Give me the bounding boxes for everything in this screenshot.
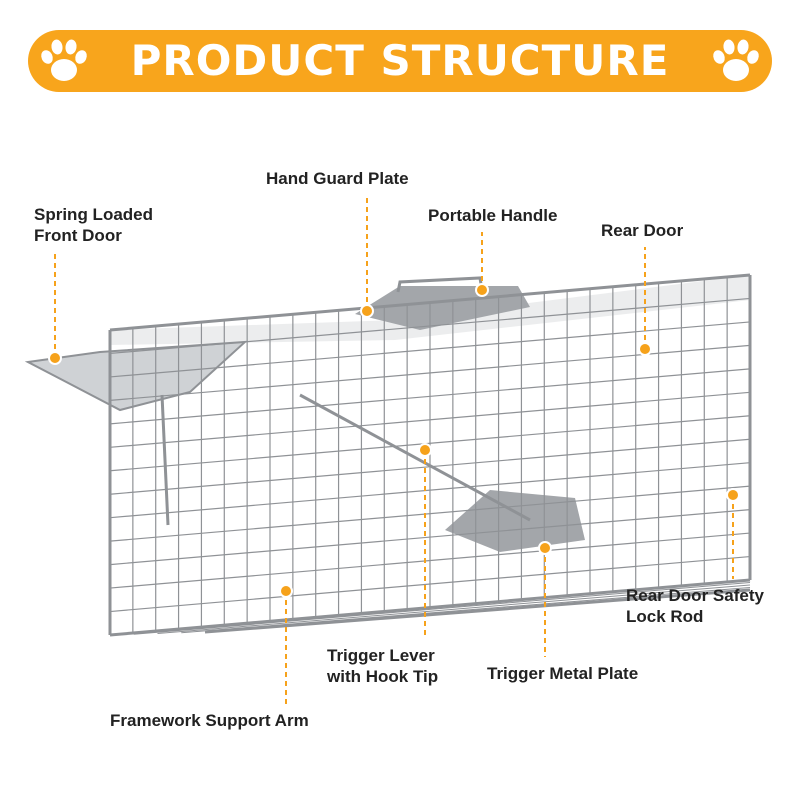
- cage-wire-horizontal: [109, 321, 751, 378]
- callout-dot: [279, 584, 293, 598]
- label-trigger-lever-hook-tip: Trigger Lever with Hook Tip: [327, 646, 439, 686]
- callout-dot: [360, 304, 374, 318]
- callout-dot: [418, 443, 432, 457]
- cage-floor-wire: [109, 579, 751, 636]
- cage-wire-horizontal: [109, 485, 751, 542]
- cage-floor-wire: [157, 584, 751, 634]
- page-title: PRODUCT STRUCTURE: [130, 36, 670, 85]
- label-framework-support-arm: Framework Support Arm: [110, 711, 309, 730]
- callout-dot: [638, 342, 652, 356]
- callout-dot: [726, 488, 740, 502]
- title-banner: PRODUCT STRUCTURE: [28, 30, 772, 92]
- label-rear-door-safety-lock-rod: Rear Door Safety Lock Rod: [626, 586, 764, 626]
- cage-wire-horizontal: [109, 273, 751, 332]
- cage-wire-horizontal: [109, 555, 751, 613]
- paw-print-icon: [41, 39, 87, 81]
- label-rear-door: Rear Door: [601, 221, 684, 240]
- paw-print-icon: [713, 39, 759, 81]
- cage-floor-wire: [133, 582, 751, 635]
- cage-wire-horizontal: [109, 438, 751, 495]
- callout-dot: [538, 541, 552, 555]
- cage-wire-grid: [108, 273, 752, 637]
- cage-wire-horizontal: [109, 297, 751, 355]
- trigger-metal-plate: [445, 490, 585, 552]
- support-arm-rod: [160, 394, 170, 526]
- cage-wire-horizontal: [109, 509, 751, 566]
- cage-wire-horizontal: [109, 391, 751, 448]
- cage-wire-horizontal: [109, 415, 751, 472]
- label-hand-guard-plate: Hand Guard Plate: [266, 169, 409, 188]
- cage-wire-horizontal: [109, 532, 751, 589]
- cage-floor-wire: [204, 588, 751, 634]
- callout-dot: [48, 351, 62, 365]
- label-spring-loaded-front-door: Spring Loaded Front Door: [34, 205, 153, 245]
- cage-wire-horizontal: [109, 368, 751, 425]
- front-door-panel: [24, 340, 248, 412]
- cage-wire-horizontal: [109, 462, 751, 519]
- label-portable-handle: Portable Handle: [428, 206, 558, 225]
- label-trigger-metal-plate: Trigger Metal Plate: [487, 664, 639, 683]
- callout-dot: [475, 283, 489, 297]
